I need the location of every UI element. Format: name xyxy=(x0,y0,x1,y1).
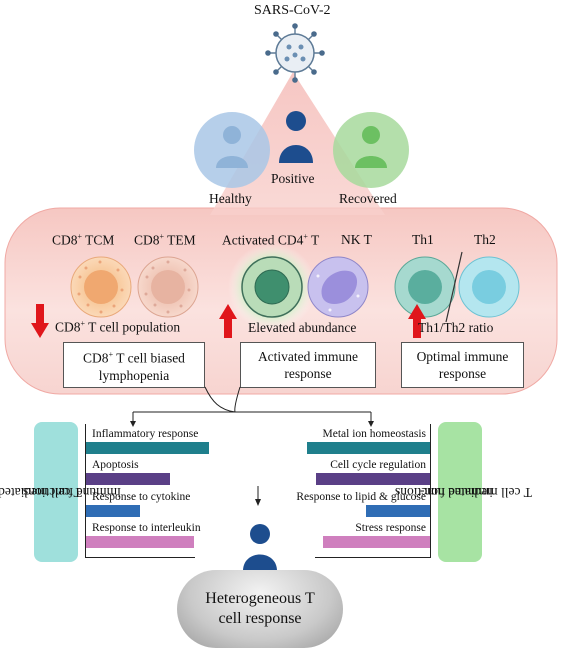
recovered-label: Recovered xyxy=(339,191,397,206)
non-immune-function-bar xyxy=(323,536,430,548)
cd8-tem-label: CD8+ TEM xyxy=(134,232,196,248)
non-immune-function-label: Stress response xyxy=(355,522,426,534)
connector-lines xyxy=(130,386,374,506)
immune-function-label: Response to cytokine xyxy=(92,491,191,503)
cells-row xyxy=(70,243,520,330)
nk-t-cell xyxy=(307,256,369,318)
person-icon xyxy=(243,524,277,571)
recovered-person-icon xyxy=(355,126,387,168)
non-immune-function-bar xyxy=(307,442,430,454)
elevated-abundance-label: Elevated abundance xyxy=(248,320,357,335)
th-ratio-label: Th1/Th2 ratio xyxy=(418,320,494,335)
th2-label: Th2 xyxy=(474,232,496,247)
immune-function-label: Apoptosis xyxy=(92,459,139,471)
healthy-person-icon xyxy=(216,126,248,168)
th1-cell xyxy=(394,256,456,318)
activated-cd4-cell xyxy=(228,243,316,330)
healthy-circle xyxy=(194,112,270,188)
th1-label: Th1 xyxy=(412,232,434,247)
immune-functions-axis xyxy=(85,424,86,558)
healthy-label: Healthy xyxy=(209,191,252,206)
nk-t-label: NK T xyxy=(341,232,372,247)
cd8-tcm-label: CD8+ TCM xyxy=(52,232,115,248)
activated-cd4-label: Activated CD4+ T xyxy=(222,232,320,248)
lymphopenia-box: CD8+ T cell biased lymphopenia xyxy=(63,342,205,388)
cd8-tcm-cell xyxy=(70,256,132,318)
non-immune-functions-axis xyxy=(315,557,431,558)
recovered-circle xyxy=(333,112,409,188)
down-arrow-icon xyxy=(31,304,49,338)
up-arrow-icon xyxy=(219,304,237,338)
up-arrow-icon xyxy=(408,304,426,338)
immune-function-bar xyxy=(86,536,194,548)
non-immune-function-bar xyxy=(316,473,430,485)
non-immune-function-label: Cell cycle regulation xyxy=(330,459,426,471)
positive-person-icon xyxy=(279,111,313,163)
non-immune-function-label: Response to lipid & glucose xyxy=(296,491,426,503)
cd8-tem-cell xyxy=(137,256,199,318)
immune-function-bar xyxy=(86,442,209,454)
immune-function-bar xyxy=(86,505,140,517)
non-immune-functions-tab: T cell mediated non-immune functions xyxy=(395,422,532,562)
positive-label: Positive xyxy=(271,171,315,186)
virus-icon xyxy=(265,23,325,83)
cd8-population-label: CD8+ T cell population xyxy=(55,319,181,335)
immune-function-bar xyxy=(86,473,170,485)
immune-function-label: Response to interleukin xyxy=(92,522,201,534)
non-immune-function-label: Metal ion homeostasis xyxy=(322,428,427,440)
th2-cell xyxy=(458,256,520,318)
immune-function-label: Inflammatory response xyxy=(92,428,199,440)
immune-functions-axis xyxy=(85,557,195,558)
non-immune-functions-axis xyxy=(430,424,431,558)
virus-label: SARS-CoV-2 xyxy=(254,3,331,18)
non-immune-function-bar xyxy=(366,505,430,517)
